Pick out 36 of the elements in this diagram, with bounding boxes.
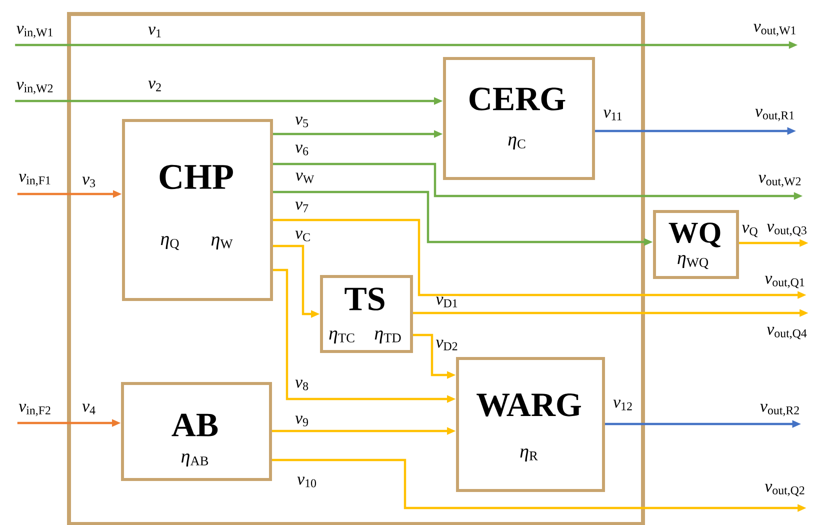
process-box: TS η$_{TC}$ η$_{TD}$	[320, 275, 413, 353]
edge-label: v$_{6}$	[294, 144, 310, 156]
edge-label: v$_{3}$	[82, 176, 96, 188]
flow-label: v$_{out,Q4}$	[766, 326, 807, 340]
edge-label: v$_{8}$	[294, 379, 310, 391]
edge-label: v$_{D1}$	[435, 296, 459, 308]
edge-label: v$_{Q}$	[741, 224, 759, 238]
process-box: CHP η$_{Q}$ η$_{W}$	[122, 119, 273, 301]
flow-label: v$_{in,W2}$	[16, 82, 53, 94]
edge-label: v$_{7}$	[294, 201, 310, 213]
edge-label: v$_{9}$	[294, 415, 310, 427]
flow-label: v$_{in,W1}$	[16, 26, 53, 38]
flow-label: v$_{out,Q2}$	[764, 484, 804, 496]
edge-label: v$_{W}$	[294, 172, 316, 184]
flow-label: v$_{out,W2}$	[758, 174, 801, 188]
flow-label: v$_{in,F1}$	[18, 174, 50, 186]
edge-label: v$_{1}$	[148, 26, 162, 38]
flow-label: v$_{out,R1}$	[755, 108, 794, 122]
edge-label: v$_{2}$	[148, 80, 162, 92]
process-box: CERG η$_{C}$	[443, 57, 595, 180]
edge-label: v$_{C}$	[294, 230, 312, 242]
edge-label: v$_{12}$	[612, 399, 634, 411]
flow-label: v$_{in,F2}$	[18, 404, 50, 416]
edge-label: v$_{10}$	[296, 476, 318, 488]
edge-label: v$_{11}$	[602, 109, 624, 121]
flow-label: v$_{out,Q3}$	[766, 224, 806, 236]
flow-label: v$_{out,Q1}$	[764, 276, 804, 288]
edge-label: v$_{5}$	[294, 116, 310, 128]
flow-label: v$_{out,W1}$	[754, 24, 796, 36]
flow-label: v$_{out,R2}$	[760, 404, 799, 416]
system-boundary	[67, 12, 645, 525]
process-box: WQ η$_{WQ}$	[653, 210, 739, 279]
process-box: AB η$_{AB}$	[121, 382, 272, 481]
edge-label: v$_{4}$	[82, 403, 96, 415]
process-box: WARG η$_{R}$	[456, 357, 605, 492]
edge-label: v$_{D2}$	[435, 339, 459, 351]
